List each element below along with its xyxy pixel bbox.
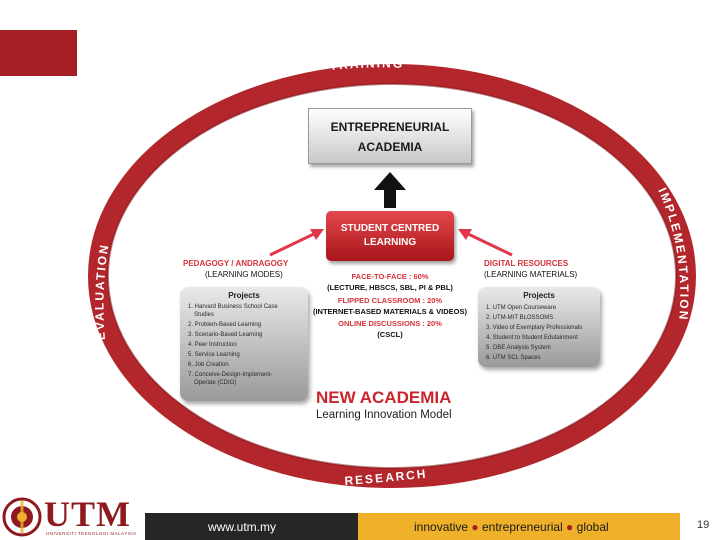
left-projects-title: Projects xyxy=(228,291,260,300)
ring-inner-edge xyxy=(107,83,677,469)
online-discussions-detail: (CSCL) xyxy=(377,330,403,339)
utm-emblem-icon xyxy=(2,497,42,537)
tagline-innovative: innovative xyxy=(414,520,469,534)
pedagogy-subheading: (LEARNING MODES) xyxy=(205,270,283,279)
entrepreneurial-line1: ENTREPRENEURIAL xyxy=(330,120,450,134)
ring-outer-band xyxy=(88,64,696,488)
left-project-item: 2. Problem-Based Learning xyxy=(188,322,262,328)
flipped-classroom-line: FLIPPED CLASSROOM : 20% xyxy=(337,296,443,305)
face-to-face-line: FACE-TO-FACE : 60% xyxy=(351,272,429,281)
entrepreneurial-academia-box: ENTREPRENEURIAL ACADEMIA xyxy=(308,108,472,164)
pedagogy-heading: PEDAGOGY / ANDRAGOGY xyxy=(183,259,289,268)
up-arrow-icon xyxy=(374,172,406,208)
ring-label-evaluation: EVALUATION xyxy=(93,242,112,340)
bullet-icon: ● xyxy=(471,520,479,534)
left-pink-arrow-icon xyxy=(269,229,324,257)
footer-tagline: innovative ● entrepreneurial ● global xyxy=(414,520,609,534)
entrepreneurial-line2: ACADEMIA xyxy=(357,140,423,154)
left-project-item: 3. Scenario-Based Learning xyxy=(188,332,263,338)
right-project-item: 4. Student to Student Edutainment xyxy=(486,335,578,341)
student-centred-learning-box: STUDENT CENTRED LEARNING xyxy=(326,211,454,261)
left-project-item: 5. Service Learning xyxy=(188,352,240,358)
ring-label-training: TRAINING xyxy=(329,56,404,73)
left-project-item: 1. Harvard Business School Case xyxy=(188,304,278,310)
left-project-item: Operate (CDIO) xyxy=(194,380,237,386)
left-project-item: 7. Conceive-Design-Implement- xyxy=(188,372,273,378)
footer-website-link[interactable]: www.utm.my xyxy=(208,520,277,534)
model-title: NEW ACADEMIA xyxy=(316,388,452,407)
left-projects-panel: Projects 1. Harvard Business School Case… xyxy=(180,287,308,401)
face-to-face-detail: (LECTURE, HBSCS, SBL, PI & PBL) xyxy=(327,283,453,292)
right-pink-arrow-icon xyxy=(458,229,513,257)
left-project-item: 6. Job Creation xyxy=(188,362,229,368)
left-project-item: 4. Peer Instruction xyxy=(188,342,237,348)
tagline-entrepreneurial: entrepreneurial xyxy=(481,520,563,534)
utm-logo-subtitle: UNIVERSITI TEKNOLOGI MALAYSIA xyxy=(46,531,137,536)
digital-heading: DIGITAL RESOURCES xyxy=(484,259,569,268)
corner-accent-block xyxy=(0,30,77,76)
digital-subheading: (LEARNING MATERIALS) xyxy=(484,270,578,279)
right-projects-panel: Projects 1. UTM Open Courseware 2. UTM-M… xyxy=(478,287,600,367)
model-subtitle: Learning Innovation Model xyxy=(316,409,452,421)
right-projects-title: Projects xyxy=(523,291,555,300)
student-line1: STUDENT CENTRED xyxy=(340,223,440,234)
right-project-item: 1. UTM Open Courseware xyxy=(486,305,557,311)
utm-logo-text: UTM xyxy=(44,494,131,534)
page-number: 19 xyxy=(697,519,710,531)
right-project-item: 6. UTM SCL Spaces xyxy=(486,355,541,361)
bullet-icon: ● xyxy=(566,520,574,534)
flipped-classroom-detail: (INTERNET-BASED MATERIALS & VIDEOS) xyxy=(312,307,468,316)
left-project-item: Studies xyxy=(194,312,215,318)
right-project-item: 5. OBE Analysis System xyxy=(486,345,551,351)
tagline-global: global xyxy=(576,520,609,534)
right-project-item: 3. Video of Exemplary Professionals xyxy=(486,325,583,331)
right-project-item: 2. UTM-MIT BLOSSOMS xyxy=(486,315,554,321)
online-discussions-line: ONLINE DISCUSSIONS : 20% xyxy=(338,319,442,328)
footer-website-bar xyxy=(145,513,358,540)
student-line2: LEARNING xyxy=(363,237,417,248)
footer-tagline-bar xyxy=(358,513,680,540)
